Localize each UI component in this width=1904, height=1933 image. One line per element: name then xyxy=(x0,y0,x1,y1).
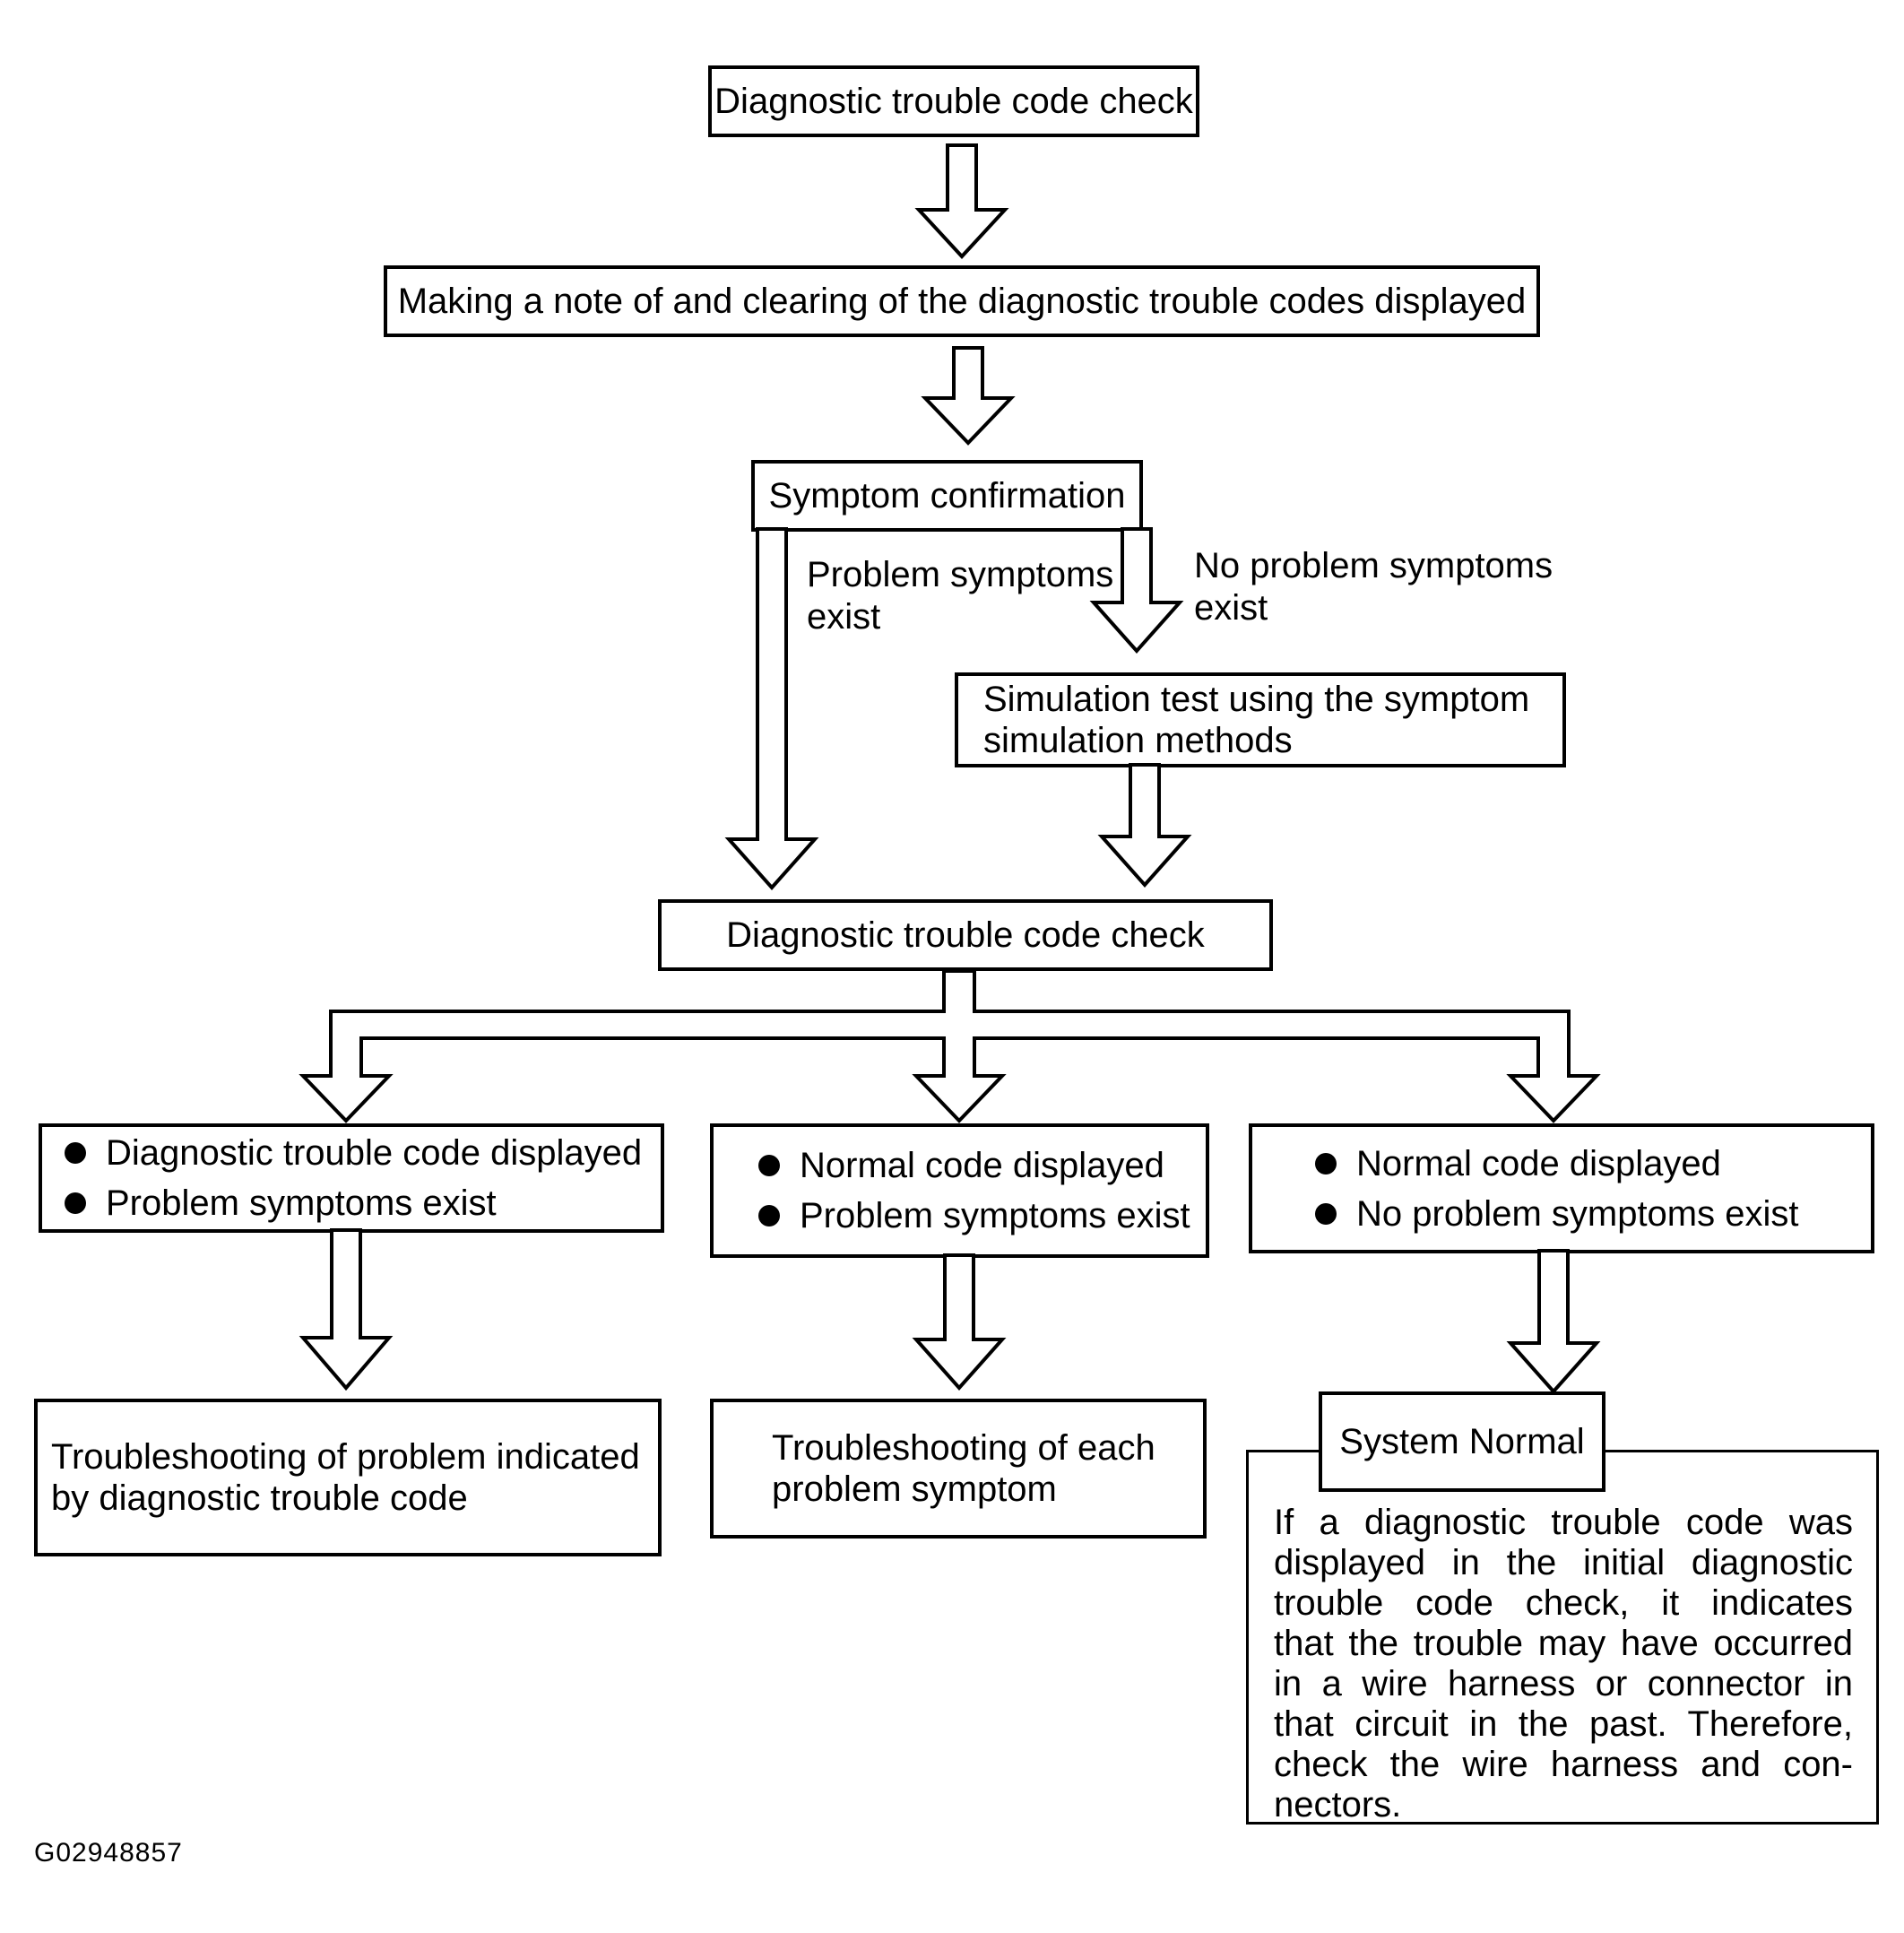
bullet-item: Problem symptoms exist xyxy=(65,1183,642,1224)
bullet-icon xyxy=(65,1142,86,1164)
note-line: nectors. xyxy=(1274,1785,1402,1825)
note-line: that the trouble may have occurred xyxy=(1274,1624,1853,1663)
outcome-box-dtc-displayed: Diagnostic trouble code displayed Proble… xyxy=(39,1123,664,1233)
down-arrow xyxy=(1097,763,1192,888)
bullet-item: No problem symptoms exist xyxy=(1315,1193,1798,1235)
bullet-text: No problem symptoms exist xyxy=(1356,1193,1799,1234)
node-simulation-test-label: Simulation test using the symptom simula… xyxy=(983,680,1530,760)
bullet-text: Diagnostic trouble code displayed xyxy=(106,1133,643,1173)
bullet-icon xyxy=(758,1205,780,1227)
note-line: displayed in the initial diagnostic xyxy=(1274,1543,1853,1582)
bullet-text: Problem symptoms exist xyxy=(800,1196,1190,1235)
note-line: check the wire harness and con- xyxy=(1274,1745,1853,1784)
branch-label-problem-symptoms: Problem symptoms exist xyxy=(807,555,1114,637)
note-line: in a wire harness or connector in xyxy=(1274,1664,1853,1703)
down-arrow xyxy=(921,346,1016,446)
down-arrow xyxy=(299,1228,394,1391)
bullet-item: Diagnostic trouble code displayed xyxy=(65,1132,642,1174)
result-box-troubleshoot-dtc: Troubleshooting of problem indicated by … xyxy=(34,1399,662,1556)
bullet-icon xyxy=(1315,1152,1337,1175)
down-arrow xyxy=(1506,1249,1601,1395)
branch-label-no-problem-symptoms: No problem symptoms exist xyxy=(1194,546,1553,628)
note-line: that circuit in the past. Therefore, xyxy=(1274,1704,1853,1744)
result-box-troubleshoot-symptom-label: Troubleshooting of each problem symptom xyxy=(772,1428,1155,1509)
system-normal-note-box: If a diagnostic trouble code was display… xyxy=(1246,1450,1879,1825)
bullet-icon xyxy=(1315,1202,1337,1225)
node-simulation-test: Simulation test using the symptom simula… xyxy=(955,672,1566,767)
node-dtc-check-second: Diagnostic trouble code check xyxy=(658,899,1273,971)
node-dtc-check-initial-label: Diagnostic trouble code check xyxy=(714,82,1193,121)
bullet-item: Normal code displayed xyxy=(1315,1143,1798,1184)
bullet-item: Normal code displayed xyxy=(758,1145,1190,1186)
bullet-text: Problem symptoms exist xyxy=(106,1183,497,1223)
bullet-text: Normal code displayed xyxy=(800,1146,1164,1185)
outcome-box-normal-code-symptoms: Normal code displayed Problem symptoms e… xyxy=(710,1123,1209,1258)
node-symptom-confirmation: Symptom confirmation xyxy=(751,460,1143,532)
result-box-troubleshoot-dtc-label: Troubleshooting of problem indicated by … xyxy=(51,1437,640,1518)
outcome-box-normal-code-no-symptoms: Normal code displayed No problem symptom… xyxy=(1249,1123,1874,1253)
node-dtc-check-initial: Diagnostic trouble code check xyxy=(708,65,1199,137)
bullet-text: Normal code displayed xyxy=(1356,1143,1721,1183)
note-line: trouble code check, it indicates xyxy=(1274,1583,1853,1623)
note-line: If a diagnostic trouble code was xyxy=(1274,1503,1853,1542)
down-arrow xyxy=(1089,527,1184,654)
bullet-item: Problem symptoms exist xyxy=(758,1195,1190,1236)
node-dtc-check-second-label: Diagnostic trouble code check xyxy=(726,915,1205,955)
system-normal-note: If a diagnostic trouble code was display… xyxy=(1274,1503,1853,1825)
result-box-system-normal-label: System Normal xyxy=(1339,1422,1585,1461)
down-arrow-long xyxy=(724,527,819,891)
node-symptom-confirmation-label: Symptom confirmation xyxy=(768,476,1126,516)
figure-code: G02948857 xyxy=(34,1838,183,1868)
bullet-icon xyxy=(758,1155,780,1176)
down-arrow xyxy=(912,1253,1007,1391)
node-note-and-clear: Making a note of and clearing of the dia… xyxy=(384,265,1540,337)
down-arrow xyxy=(914,143,1009,259)
result-box-troubleshoot-symptom: Troubleshooting of each problem symptom xyxy=(710,1399,1207,1539)
node-note-and-clear-label: Making a note of and clearing of the dia… xyxy=(397,282,1527,321)
result-box-system-normal: System Normal xyxy=(1319,1391,1605,1492)
bullet-icon xyxy=(65,1192,86,1214)
